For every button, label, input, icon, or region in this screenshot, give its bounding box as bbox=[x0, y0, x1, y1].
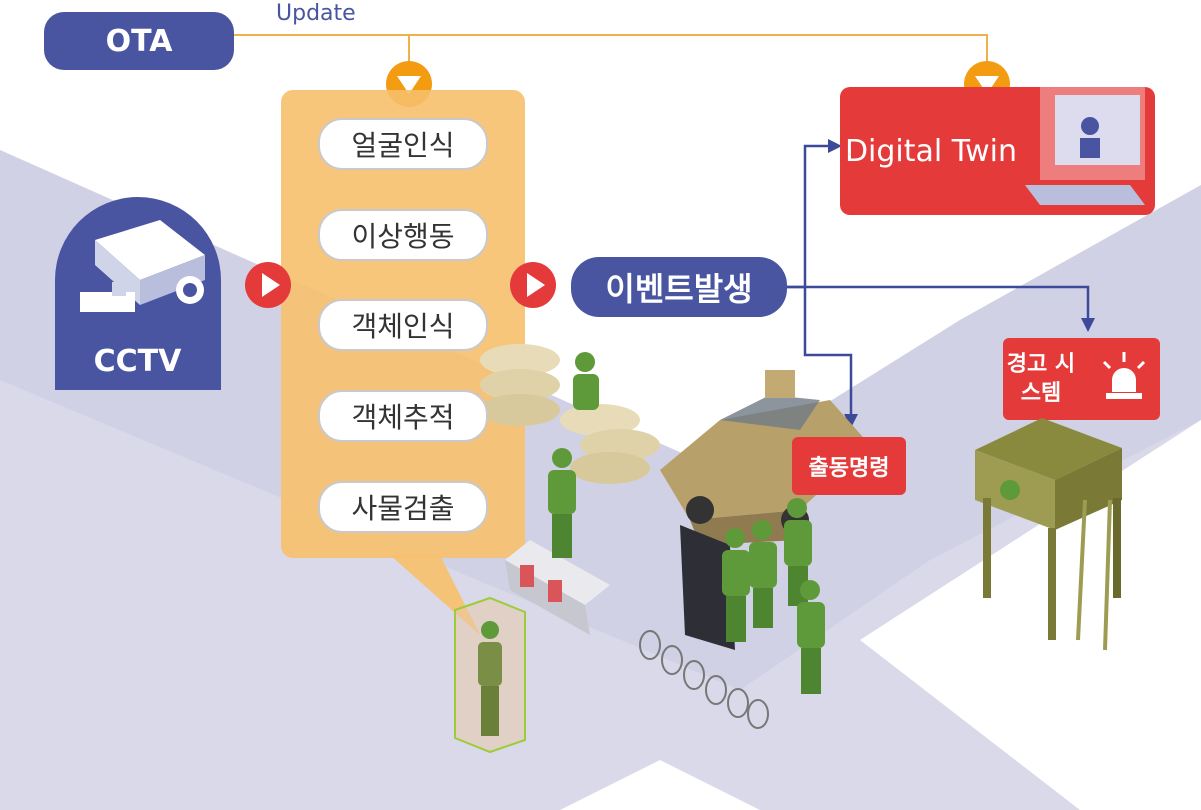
sandbags bbox=[480, 344, 660, 484]
laptop-icon bbox=[1025, 85, 1145, 205]
cctv-box bbox=[55, 197, 221, 390]
alarm-box bbox=[1003, 338, 1160, 420]
barbed-wire bbox=[639, 630, 769, 729]
update-label: Update bbox=[276, 0, 356, 26]
riot-shield bbox=[680, 525, 735, 650]
alarm-system-label: 경고 시스템 bbox=[1006, 352, 1076, 406]
watchtower bbox=[975, 418, 1122, 651]
ota-badge: OTA bbox=[44, 12, 234, 70]
detection-box bbox=[454, 596, 526, 754]
barricade bbox=[505, 540, 610, 635]
digital-twin-box bbox=[840, 85, 1155, 215]
cctv-camera-icon bbox=[80, 220, 205, 312]
ai-function-object-tracking: 객체추적 bbox=[318, 390, 488, 442]
play-arrow-icon bbox=[510, 262, 556, 308]
event-badge: 이벤트발생 bbox=[571, 257, 787, 317]
dispatch-order-badge: 출동명령 bbox=[792, 437, 906, 495]
ai-function-object-recognition: 객체인식 bbox=[318, 299, 488, 351]
play-arrow-icon bbox=[245, 262, 291, 308]
ai-function-face-recognition: 얼굴인식 bbox=[318, 118, 488, 170]
ai-function-abnormal-behavior: 이상행동 bbox=[318, 209, 488, 261]
siren-icon bbox=[1102, 352, 1146, 399]
cctv-label: CCTV bbox=[93, 343, 182, 379]
soldiers bbox=[548, 352, 825, 694]
connector-lines bbox=[234, 34, 1095, 428]
ai-function-object-detection: 사물검출 bbox=[318, 481, 488, 533]
digital-twin-label: Digital Twin bbox=[844, 134, 1018, 169]
